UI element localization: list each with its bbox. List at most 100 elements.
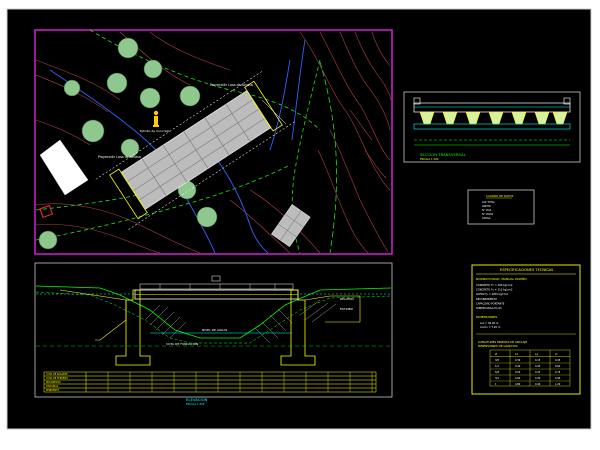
foundation-note: COTA DE FUNDACION (166, 342, 198, 346)
specifications-border (471, 264, 581, 395)
tree-icon (179, 85, 201, 107)
rebar-table-cell: 1 (495, 383, 497, 386)
trees (38, 37, 218, 250)
right-abutment (280, 289, 316, 366)
elevation-title: ELEVACION (186, 397, 208, 402)
specifications-note-2: DIMENSIONES DE GANCHOS (478, 344, 518, 348)
rebar-table-cell: 0.45 (555, 359, 561, 362)
elevation-railing (139, 283, 294, 290)
left-wing (59, 289, 127, 341)
plan-view: Proyección Losa de Acceso Proyección Los… (34, 29, 393, 255)
rebar-table-cell: 0.30 (515, 359, 521, 362)
rebar-table-header: Ø (495, 351, 497, 356)
rebar-table-cell: 0.40 (515, 365, 521, 368)
data-table-row: N° VIAS (482, 209, 492, 212)
rebar-table-cell: 0.90 (555, 377, 561, 380)
rebar-table-cell: 0.80 (515, 383, 521, 386)
right-fill-hatch (299, 299, 337, 323)
data-table-border (467, 189, 535, 225)
specifications-line: CAPACIDAD PORTANTE (476, 301, 505, 305)
rebar-table-cell: 0.20 (535, 365, 541, 368)
specifications-line: ACERO fy = 4200 kg/cm2 (476, 292, 508, 296)
specifications-line: RECUBRIMIENTO (476, 297, 497, 301)
specifications-sub-line: Luz = 36.00 m (480, 321, 499, 325)
rebar-table-cell: 3/4 (495, 377, 499, 380)
tree-icon (81, 119, 105, 143)
right-wing (304, 295, 361, 323)
plan-label-upper: Proyección Losa de Acceso (210, 83, 253, 87)
cross-section-view: SECCION TRANSVERSAL ESCALA 1:100 (403, 91, 581, 163)
profile-table-row-label: DISTANCIA (46, 385, 59, 388)
elevation-center-mark (211, 275, 221, 282)
cross-section-title: SECCION TRANSVERSAL (420, 152, 467, 157)
water-level-label: NIVEL DE AGUAS (202, 328, 227, 332)
ground-profile (35, 285, 392, 339)
plan-label-lower: Proyección Losa de Acceso (98, 155, 141, 159)
cross-section-barrier-left (413, 97, 421, 105)
elevation-border (34, 262, 393, 398)
cross-section-girders (419, 111, 568, 125)
red-marker (39, 204, 54, 219)
cross-section-border (403, 91, 581, 163)
tree-icon (143, 59, 163, 79)
hatched-structure (39, 139, 89, 219)
specifications-line: SOBRECARGA HL-93 (476, 306, 502, 310)
culvert-structure (271, 204, 311, 248)
rebar-table-cell: 0.60 (555, 365, 561, 368)
plan-view-border (34, 29, 393, 255)
person-icon (153, 110, 159, 127)
profile-table-row-label: COTA DE RASANTE (46, 373, 68, 376)
rebar-table-cell: 1.20 (555, 383, 561, 386)
specifications-subheading: DIMENSIONES (476, 315, 497, 319)
specifications-title: ESPECIFICACIONES TECNICAS (500, 268, 554, 272)
rebar-table-cell: 0.75 (555, 371, 561, 374)
cross-section-barrier-right (563, 97, 571, 105)
specifications-norm: NORMATIVIDAD: MANUAL DISEÑO (476, 276, 527, 281)
right-top-label: RELLENO (340, 297, 354, 301)
profile-table-row-label: COTA DE TERRENO (46, 377, 68, 380)
tree-icon (196, 206, 218, 228)
rebar-table-cell: 1/2 (495, 365, 499, 368)
bridge-deck-plan (95, 70, 297, 230)
rebar-table-cell: 5/8 (495, 371, 499, 374)
profile-table-row-label: PROGRESIVA (46, 381, 61, 384)
contour-lines-right (299, 31, 392, 254)
plan-label-mid: Estribo de Concreto (140, 129, 170, 133)
tree-icon (139, 87, 161, 109)
rebar-table-cell: 0.15 (535, 359, 541, 362)
ground-profile-lower (35, 291, 392, 344)
data-table-row: CARGA (482, 217, 491, 220)
cross-section-pier-cap (413, 123, 571, 130)
data-table-row: LUZ TOTAL (482, 201, 496, 204)
specifications-panel: ESPECIFICACIONES TECNICAS NORMATIVIDAD: … (471, 264, 581, 395)
rebar-table-cell: 0.30 (535, 377, 541, 380)
tree-icon (106, 72, 128, 94)
specifications-sub-line: Ancho = 7.20 m (480, 325, 501, 329)
elevation-view: NIVEL DE AGUAS COTA DE FUNDACION RELLENO… (34, 262, 393, 406)
data-table-row: N° VIGAS (482, 213, 494, 216)
profile-table-columns (107, 372, 373, 392)
tree-icon (117, 37, 139, 59)
elevation-subtitle: ESCALA 1:200 (186, 402, 205, 406)
data-table-title: CUADRO DE DATOS (486, 194, 514, 198)
right-mid-label: ESTRIBO (340, 307, 354, 311)
rebar-table-cell: 0.50 (515, 371, 521, 374)
rebar-table-header: Ld (515, 352, 518, 356)
specifications-note-1: LONGITUDES MINIMAS DE ANCLAJE (478, 340, 527, 344)
tree-icon (63, 79, 81, 97)
tree-icon (38, 230, 58, 250)
rebar-table-cell: 0.60 (515, 377, 521, 380)
data-table-row: ANCHO (482, 205, 491, 208)
road-pointer (261, 99, 287, 125)
profile-table (43, 371, 377, 393)
rebar-table-cell: 3/8 (495, 359, 499, 362)
rebar-table-header: Lg (535, 352, 538, 356)
left-abutment (115, 289, 151, 366)
excavation-hatch (144, 304, 293, 344)
